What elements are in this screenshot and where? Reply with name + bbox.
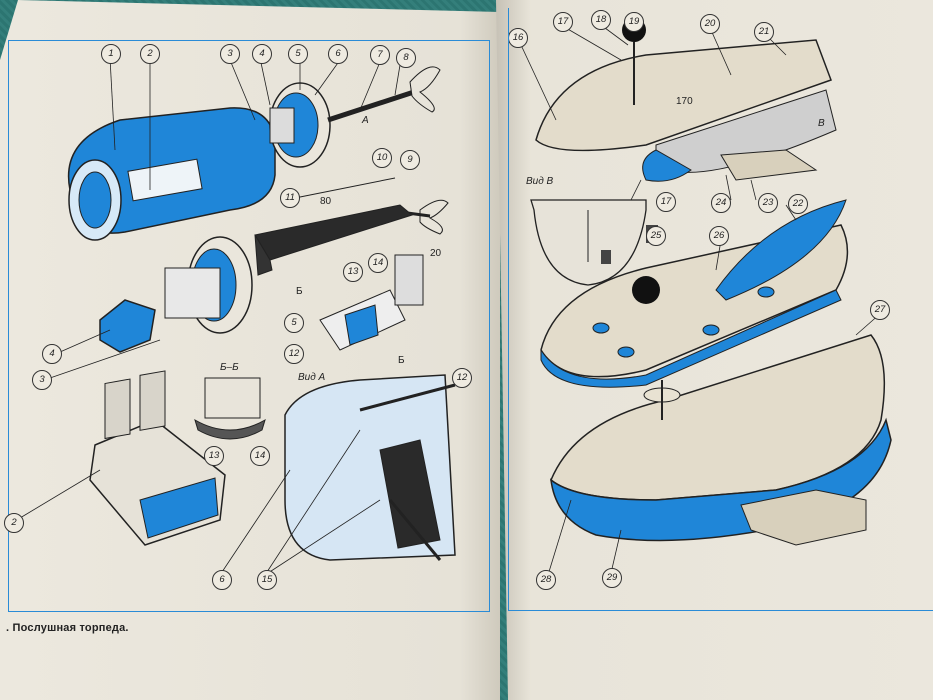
callout-12: 12 <box>284 344 304 364</box>
callout-14b: 14 <box>250 446 270 466</box>
callout-4: 4 <box>252 44 272 64</box>
bracket-80 <box>254 177 414 276</box>
callout-6b: 6 <box>212 570 232 590</box>
callout-17b: 17 <box>656 192 676 212</box>
section-bb <box>194 377 266 440</box>
left-illustration <box>19 57 456 576</box>
dim-20-label: 20 <box>430 248 442 259</box>
view-a-detail <box>284 374 456 561</box>
callout-20: 20 <box>700 14 720 34</box>
mark-b2-label: Б <box>398 355 405 366</box>
left-illustration-frame <box>8 40 490 612</box>
callout-12b: 12 <box>452 368 472 388</box>
callout-3: 3 <box>220 44 240 64</box>
callout-26: 26 <box>709 226 729 246</box>
callout-5: 5 <box>288 44 308 64</box>
dim-80-label: 80 <box>320 196 332 207</box>
callout-9: 9 <box>400 150 420 170</box>
motor-assembly <box>99 236 253 353</box>
base-block <box>89 370 226 546</box>
dim-170-label: 170 <box>676 96 693 107</box>
motor-disc <box>269 82 331 168</box>
view-b-label: Вид В <box>526 176 554 187</box>
callout-25: 25 <box>646 226 666 246</box>
callout-2: 2 <box>140 44 160 64</box>
callout-4b: 4 <box>42 344 62 364</box>
callout-21: 21 <box>754 22 774 42</box>
callout-22: 22 <box>788 194 808 214</box>
middle-hull <box>540 199 849 388</box>
callout-5b: 5 <box>284 313 304 333</box>
callout-11: 11 <box>280 188 300 208</box>
left-page: 1 2 3 4 5 6 7 8 9 10 11 4 3 13 14 5 12 2… <box>0 0 500 700</box>
callout-13: 13 <box>343 262 363 282</box>
figure-caption: . Послушная торпеда. <box>6 622 129 634</box>
callout-10: 10 <box>372 148 392 168</box>
callout-15: 15 <box>257 570 277 590</box>
section-bb-label: Б–Б <box>220 362 239 373</box>
arrow-b-label: В <box>818 118 825 129</box>
callout-3b: 3 <box>32 370 52 390</box>
view-a-label: Вид А <box>298 372 326 383</box>
right-page: 16 17 18 19 20 21 17 24 23 25 26 22 27 2… <box>496 0 933 700</box>
callout-7: 7 <box>370 45 390 65</box>
callout-16: 16 <box>508 28 528 48</box>
top-hull <box>535 18 837 182</box>
callout-6: 6 <box>328 44 348 64</box>
right-illustration <box>520 18 892 576</box>
callout-28: 28 <box>536 570 556 590</box>
callout-19: 19 <box>624 12 644 32</box>
callout-13b: 13 <box>204 446 224 466</box>
mark-b1-label: Б <box>296 286 303 297</box>
callout-1: 1 <box>101 44 121 64</box>
bottom-hull <box>550 334 892 546</box>
propeller-2 <box>419 199 449 235</box>
callout-14: 14 <box>368 253 388 273</box>
callout-2b: 2 <box>4 513 24 533</box>
arrow-a-label: А <box>362 115 369 126</box>
propeller-shaft <box>327 66 441 123</box>
callout-29: 29 <box>602 568 622 588</box>
right-illustration-frame <box>508 8 933 611</box>
callout-27: 27 <box>870 300 890 320</box>
callout-24: 24 <box>711 193 731 213</box>
callout-8: 8 <box>396 48 416 68</box>
callout-17: 17 <box>553 12 573 32</box>
callout-18: 18 <box>591 10 611 30</box>
leader-lines <box>19 57 401 576</box>
jar-motor-housing <box>67 107 276 241</box>
clamp-bracket <box>319 254 424 351</box>
callout-23: 23 <box>758 193 778 213</box>
